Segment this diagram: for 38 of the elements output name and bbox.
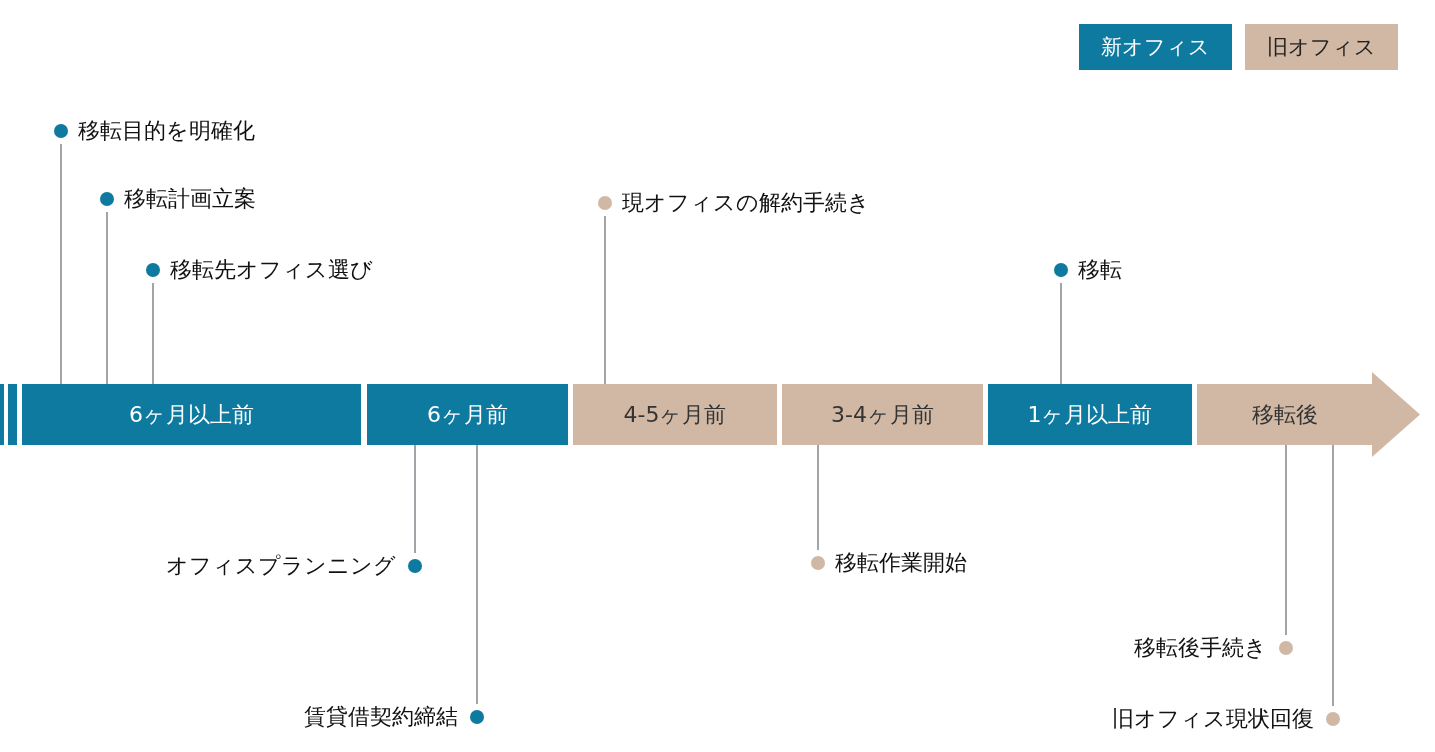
timeline-segment: 4-5ヶ月前 — [573, 384, 777, 445]
leader-line — [817, 444, 819, 551]
milestone — [304, 704, 484, 730]
timeline-segment: 3-4ヶ月前 — [782, 384, 983, 445]
timeline-arrow — [1197, 372, 1420, 457]
milestone — [1054, 257, 1122, 283]
milestone-label: オフィスプランニング — [166, 552, 396, 580]
timeline-segment: 6ヶ月前 — [367, 384, 568, 445]
leader-line — [106, 211, 108, 385]
milestone — [146, 257, 373, 283]
milestone — [100, 186, 256, 212]
milestone — [811, 550, 967, 576]
leader-line — [604, 215, 606, 385]
milestone-label: 現オフィスの解約手続き — [622, 189, 870, 217]
milestone — [54, 118, 255, 144]
leader-line — [60, 143, 62, 385]
milestone-label: 移転作業開始 — [835, 549, 967, 577]
leader-line — [414, 444, 416, 554]
timeline-segment: 1ヶ月以上前 — [988, 384, 1192, 445]
legend-key: 旧オフィス — [1245, 24, 1398, 70]
milestone-label: 移転後手続き — [1134, 634, 1267, 662]
milestone-label: 移転計画立案 — [124, 185, 256, 213]
milestone-label: 移転目的を明確化 — [78, 117, 255, 145]
leader-line — [152, 282, 154, 385]
timeline-segment: 6ヶ月以上前 — [22, 384, 361, 445]
milestone-label: 移転 — [1078, 256, 1122, 284]
milestone — [1134, 635, 1293, 661]
leader-line — [1060, 282, 1062, 385]
legend-key: 新オフィス — [1079, 24, 1232, 70]
leader-line — [476, 444, 478, 705]
milestone-label: 移転先オフィス選び — [170, 256, 373, 284]
milestone — [1112, 706, 1340, 732]
milestone-label: 旧オフィス現状回復 — [1112, 705, 1314, 733]
leader-line — [1332, 444, 1334, 707]
milestone — [166, 553, 422, 579]
leader-line — [1285, 444, 1287, 636]
milestone-label: 賃貸借契約締結 — [304, 703, 458, 731]
period-label: 移転後 — [1251, 400, 1318, 429]
